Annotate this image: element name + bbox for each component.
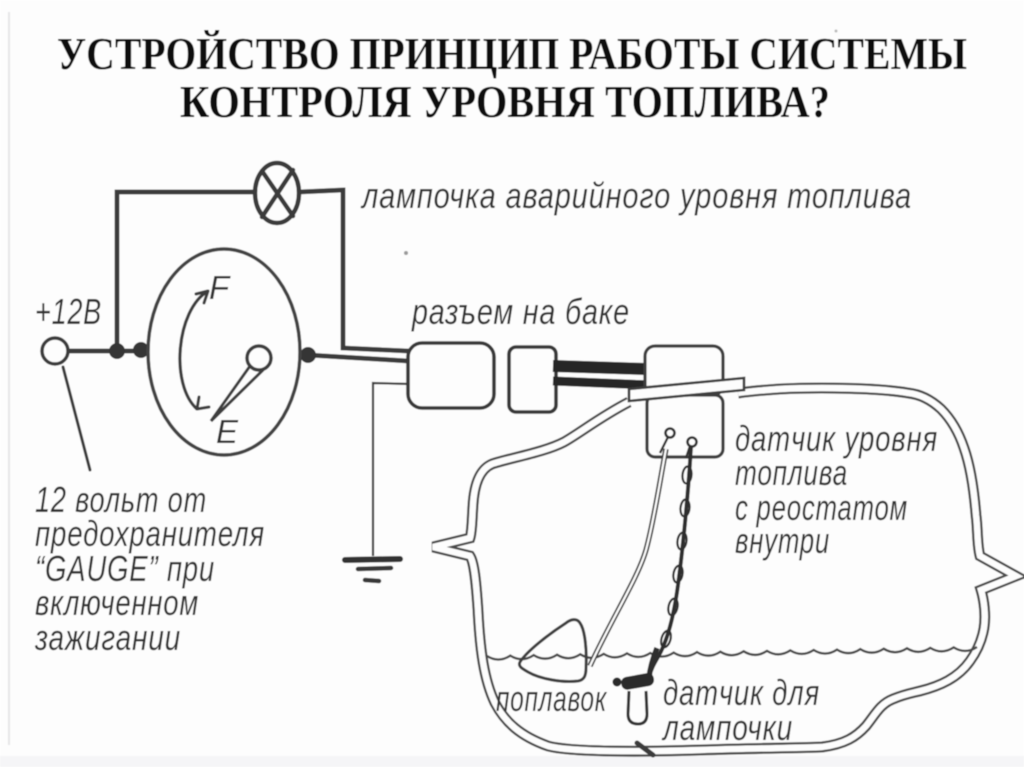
svg-text:+12В: +12В [35,291,102,332]
svg-text:внутри: внутри [735,520,830,561]
svg-text:предохранителя: предохранителя [35,513,265,554]
svg-text:КОНТРОЛЯ УРОВНЯ ТОПЛИВА?: КОНТРОЛЯ УРОВНЯ ТОПЛИВА? [180,76,830,127]
svg-text:датчик для: датчик для [663,672,820,713]
svg-text:с реостатом: с реостатом [735,487,908,528]
svg-text:F: F [209,269,231,306]
svg-text:12 вольт от: 12 вольт от [35,479,207,520]
svg-text:топлива: топлива [735,452,848,493]
svg-text:включенном: включенном [35,582,199,623]
svg-text:поплавок: поплавок [496,678,608,719]
svg-text:лампочки: лампочки [661,707,793,748]
svg-text:лампочка аварийного уровня топ: лампочка аварийного уровня топлива [360,175,912,216]
svg-text:датчик уровня: датчик уровня [735,418,938,459]
svg-text:E: E [216,413,239,450]
svg-text:разъем на баке: разъем на баке [411,291,630,332]
svg-text:УСТРОЙСТВО ПРИНЦИП РАБОТЫ СИСТ: УСТРОЙСТВО ПРИНЦИП РАБОТЫ СИСТЕМЫ [57,28,967,79]
svg-text:зажигании: зажигании [34,617,181,658]
svg-text:“GAUGE” при: “GAUGE” при [35,548,215,589]
